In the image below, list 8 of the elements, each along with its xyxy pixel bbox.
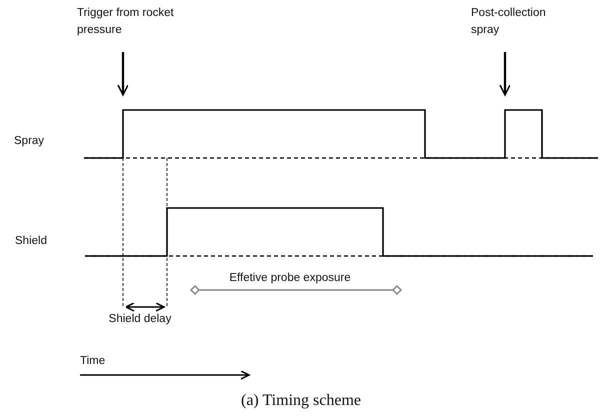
annotation-text: Trigger from rocket pressure xyxy=(77,6,175,38)
signal-label: Shield xyxy=(15,234,48,249)
dimension-label: Shield delay xyxy=(108,312,172,327)
signal-label: Spray xyxy=(14,134,46,149)
axis-label: Time xyxy=(80,354,106,369)
figure-caption: (a) Timing scheme xyxy=(241,392,361,409)
annotation-text: Post-collection spray xyxy=(471,6,547,38)
interval-label: Effetive probe exposure xyxy=(228,271,352,286)
